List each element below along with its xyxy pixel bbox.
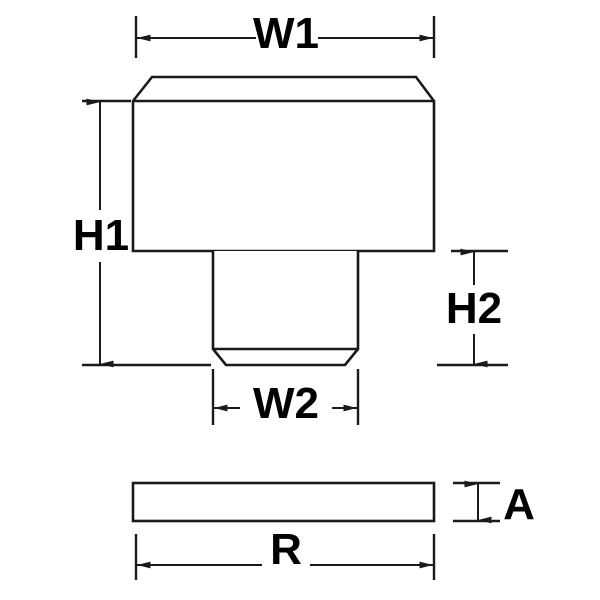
stem-outline (211, 251, 360, 367)
dimension-label-w1: W1 (253, 9, 319, 58)
front-view (131, 75, 436, 367)
dimension-label-h1: H1 (73, 211, 129, 260)
head-outline (131, 75, 436, 253)
dimension-w2: W2 (211, 369, 360, 428)
dimension-label-a: A (503, 480, 535, 529)
dimension-a: A (453, 480, 535, 529)
dimension-label-h2: H2 (446, 284, 502, 333)
plate-outline (131, 481, 436, 523)
dimension-w1: W1 (134, 9, 436, 58)
dimension-r: R (134, 525, 436, 580)
dimension-label-w2: W2 (253, 379, 319, 428)
dimension-h2: H2 (437, 248, 508, 368)
side-view (131, 481, 436, 523)
dimension-label-r: R (270, 525, 302, 574)
dimension-h1: H1 (73, 98, 211, 368)
